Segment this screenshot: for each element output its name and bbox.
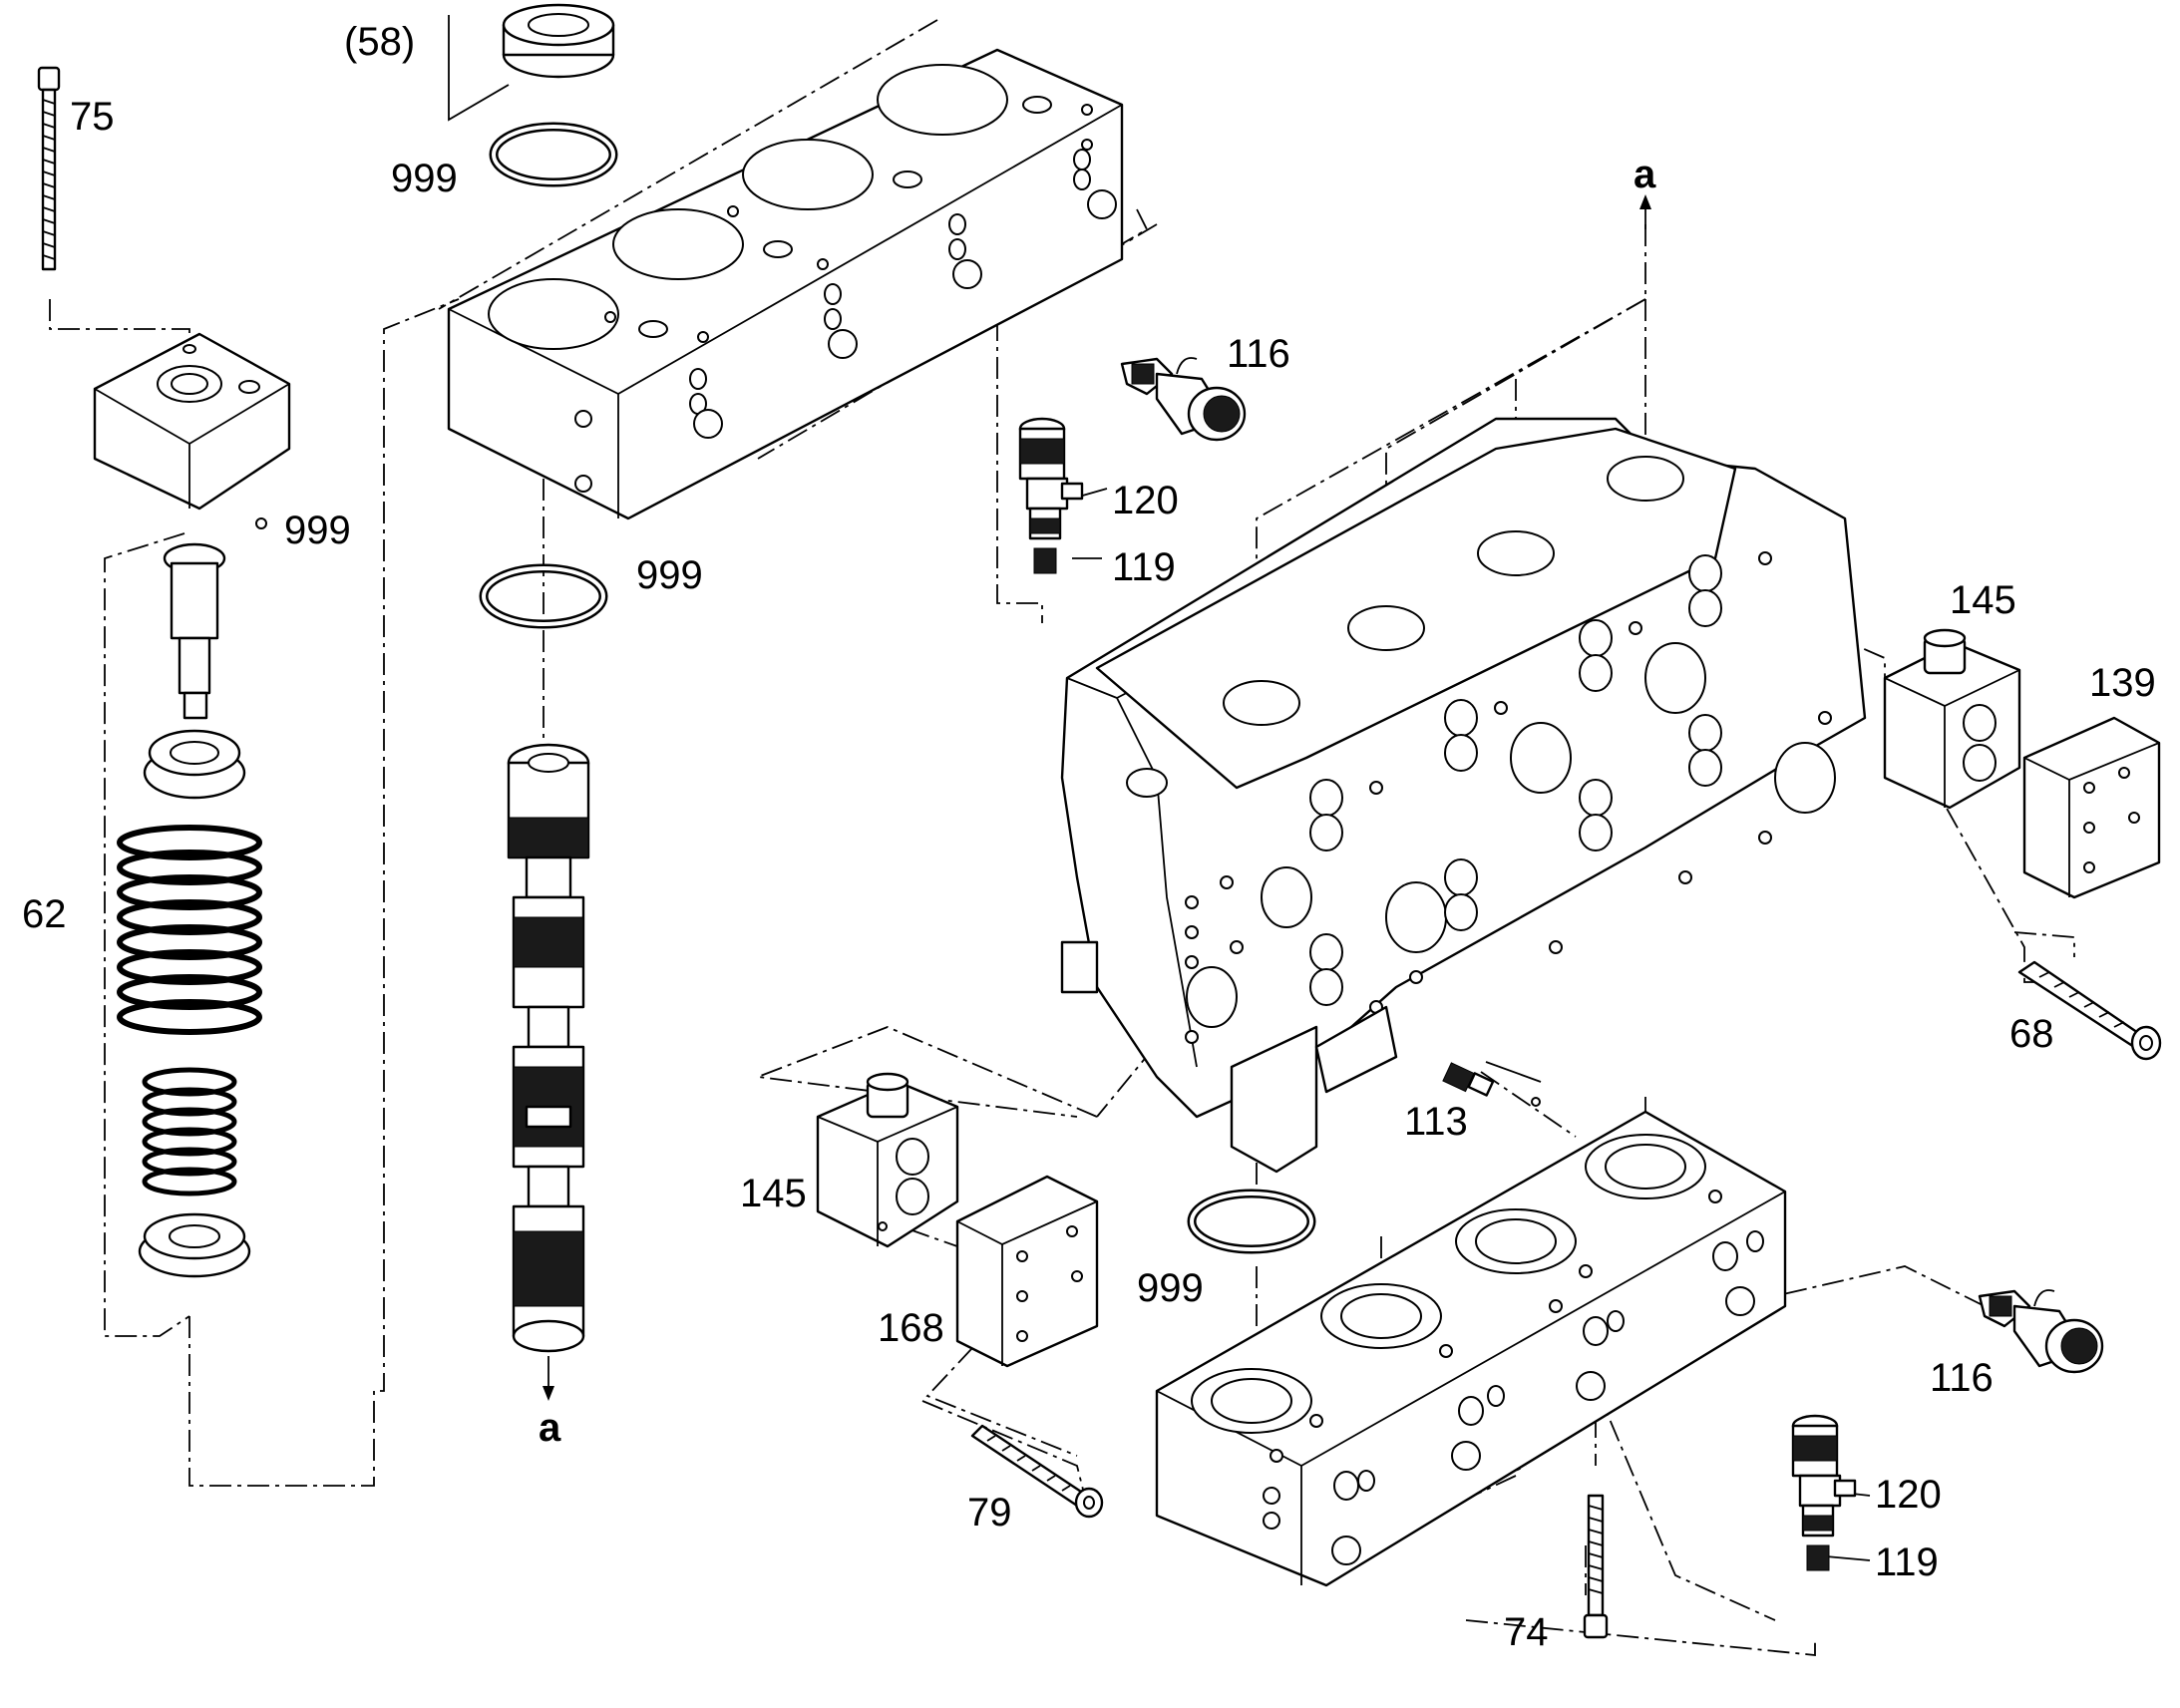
- spring-seat-upper: [143, 729, 246, 800]
- spring-outer: [117, 825, 262, 1035]
- callout-116-top: 116: [1227, 332, 1290, 376]
- block-168: [955, 1175, 1099, 1368]
- o-ring-999-top: [489, 122, 618, 187]
- spring-inner: [142, 1067, 237, 1196]
- callout-113: 113: [1404, 1100, 1468, 1144]
- bolt-79: [970, 1424, 1104, 1519]
- callout-75: 75: [70, 95, 115, 139]
- block-145-right: [1883, 628, 2021, 810]
- cap-58: [502, 3, 615, 79]
- bolt-74: [1583, 1494, 1609, 1639]
- plug-113: [1442, 1062, 1541, 1107]
- block-145-left: [816, 1072, 959, 1248]
- callout-labels: (58) 75 999 999 999 62 116 120 119 145 1…: [22, 20, 2156, 1654]
- arrow-a-top: [1639, 194, 1651, 229]
- callout-999-block: 999: [284, 509, 351, 552]
- callout-79: 79: [967, 1491, 1012, 1535]
- callout-68: 68: [2009, 1012, 2054, 1056]
- o-ring-999-mid: [479, 563, 608, 629]
- callout-999-low: 999: [1137, 1266, 1204, 1310]
- o-ring-999-low: [1187, 1189, 1316, 1254]
- callout-116-bottom: 116: [1930, 1356, 1994, 1400]
- callout-a-bottom: a: [539, 1406, 561, 1450]
- valve-plate-upper: [447, 48, 1124, 520]
- valve-120-119-top: [1018, 417, 1084, 574]
- callout-a-top: a: [1634, 153, 1656, 196]
- cap-block: [93, 332, 291, 529]
- solenoid-116-bottom: [1978, 1289, 2104, 1374]
- callout-120-top: 120: [1112, 479, 1179, 522]
- callout-62: 62: [22, 892, 67, 936]
- callout-119-bottom: 119: [1875, 1540, 1939, 1584]
- callout-145-left: 145: [740, 1172, 807, 1215]
- valve-plate-lower: [1155, 1110, 1787, 1587]
- spring-seat-lower: [138, 1212, 251, 1278]
- callout-119-top: 119: [1112, 545, 1176, 589]
- callout-145-right: 145: [1950, 578, 2016, 622]
- callout-999-mid: 999: [636, 553, 703, 597]
- bolt-75: [37, 66, 61, 271]
- callout-74: 74: [1504, 1610, 1549, 1654]
- bolt-68: [2017, 960, 2162, 1061]
- callout-139: 139: [2089, 661, 2156, 705]
- block-139: [2022, 716, 2161, 899]
- valve-120-119-bottom: [1791, 1414, 1857, 1571]
- callout-120-bottom: 120: [1875, 1473, 1942, 1517]
- solenoid-116-top: [1120, 357, 1247, 442]
- callout-168: 168: [878, 1306, 944, 1350]
- callout-58: (58): [344, 20, 415, 64]
- callout-999-top: 999: [391, 157, 458, 200]
- spool: [507, 743, 590, 1401]
- plunger: [163, 542, 226, 720]
- main-valve-body: [1060, 417, 1867, 1174]
